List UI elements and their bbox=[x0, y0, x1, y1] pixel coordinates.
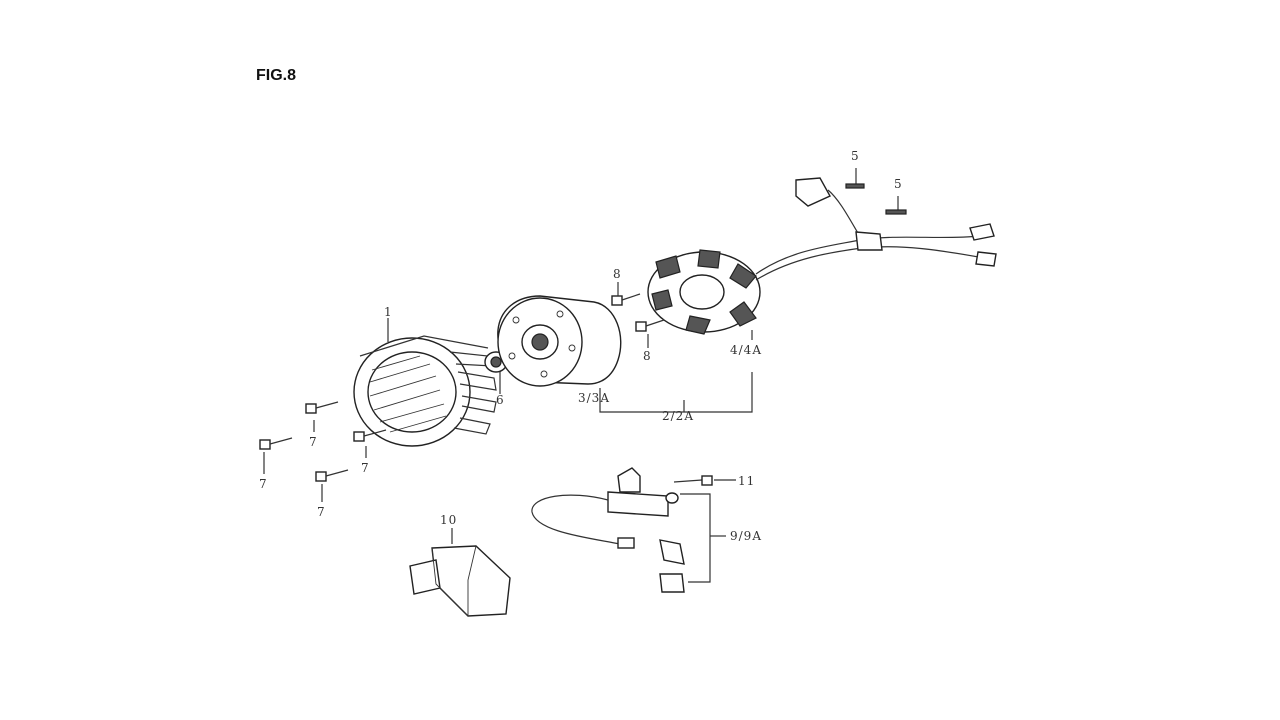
callout-part-6: 6 bbox=[496, 393, 505, 407]
callout-part-10: 10 bbox=[440, 513, 457, 527]
callout-part-3: 3/3A bbox=[578, 391, 610, 405]
bolt-part-7c bbox=[259, 437, 293, 450]
wire-harness bbox=[755, 177, 997, 281]
stator-coil bbox=[647, 249, 761, 335]
callout-part-9: 9/9A bbox=[730, 529, 762, 543]
leader-lines bbox=[263, 282, 753, 583]
bolt-part-8b bbox=[635, 319, 665, 332]
callout-part-5a: 5 bbox=[851, 149, 860, 163]
callout-part-1: 1 bbox=[384, 305, 393, 319]
callout-part-8b: 8 bbox=[643, 349, 652, 363]
callout-part-7c: 7 bbox=[259, 477, 268, 491]
figure-title: FIG.8 bbox=[256, 67, 296, 84]
bolt-part-7a bbox=[305, 401, 339, 414]
callout-part-7a: 7 bbox=[309, 435, 318, 449]
callout-part-11: 11 bbox=[738, 474, 755, 488]
cdi-unit bbox=[409, 545, 511, 617]
callout-part-2: 2/2A bbox=[662, 409, 694, 423]
bolt-part-8a bbox=[611, 293, 641, 306]
callout-part-7b: 7 bbox=[361, 461, 370, 475]
callout-part-5b: 5 bbox=[894, 177, 903, 191]
bolt-part-7d bbox=[315, 469, 349, 482]
ignition-coil bbox=[531, 467, 685, 593]
cooling-fan bbox=[353, 335, 497, 447]
callout-part-7d: 7 bbox=[317, 505, 326, 519]
screw-part-5a bbox=[845, 168, 865, 189]
screw-part-11 bbox=[673, 475, 713, 486]
callout-part-4: 4/4A bbox=[730, 343, 762, 357]
screw-part-5b bbox=[885, 196, 907, 215]
flywheel-rotor bbox=[497, 295, 622, 387]
bolt-part-7b bbox=[353, 429, 387, 442]
callout-part-8a: 8 bbox=[613, 267, 622, 281]
